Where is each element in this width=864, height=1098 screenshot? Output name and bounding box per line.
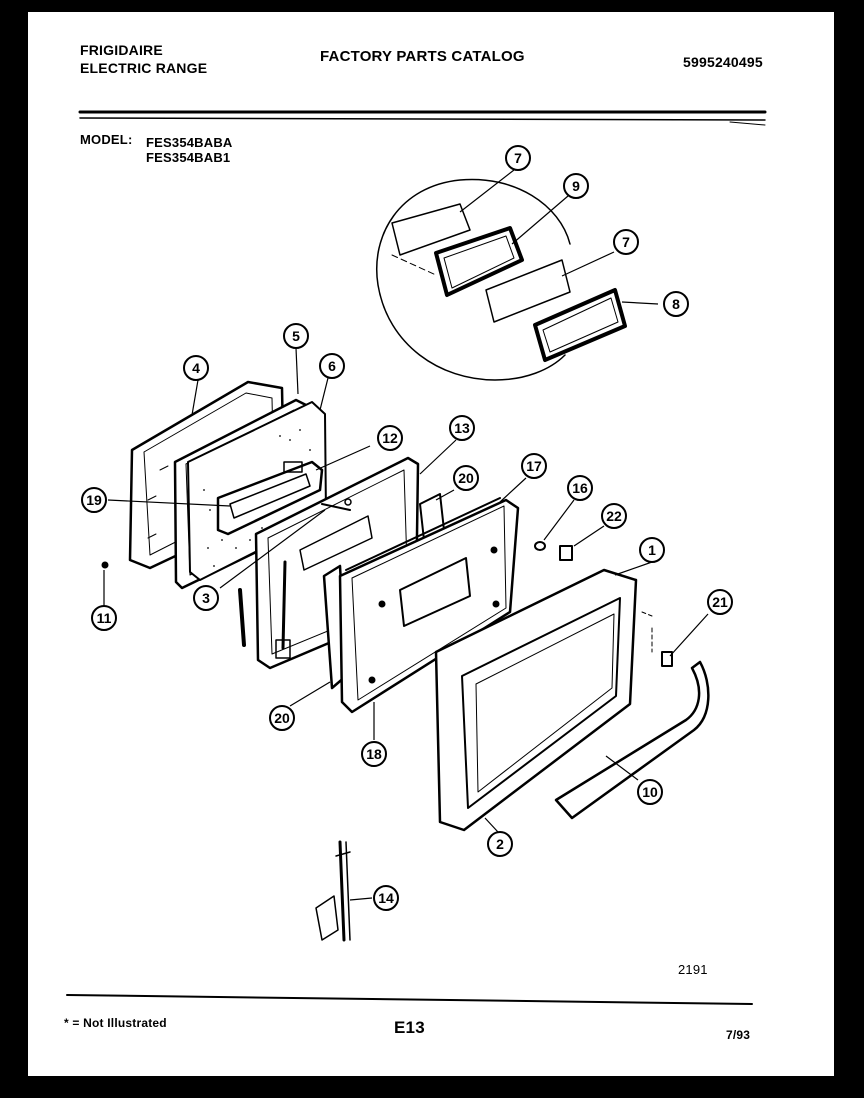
svg-text:14: 14	[378, 890, 394, 906]
callout-8: 8	[663, 291, 689, 317]
callout-14: 14	[373, 885, 399, 911]
model-number-2: FES354BAB1	[146, 150, 231, 165]
svg-text:20: 20	[274, 710, 290, 726]
screw-marker	[101, 561, 109, 569]
not-illustrated-note: * = Not Illustrated	[64, 1016, 167, 1030]
brand-label: FRIGIDAIRE	[80, 42, 163, 58]
callout-11: 11	[91, 605, 117, 631]
product-label: ELECTRIC RANGE	[80, 60, 208, 76]
callout-19: 19	[81, 487, 107, 513]
svg-text:7: 7	[622, 234, 630, 250]
door-handle-parts	[554, 611, 710, 820]
svg-text:8: 8	[672, 296, 680, 312]
model-number-1: FES354BABA	[146, 135, 233, 150]
svg-text:13: 13	[454, 420, 470, 436]
callout-22: 22	[601, 503, 627, 529]
svg-text:4: 4	[192, 360, 200, 376]
svg-text:3: 3	[202, 590, 210, 606]
svg-text:22: 22	[606, 508, 622, 524]
callout-13: 13	[449, 415, 475, 441]
diagram-code: 2191	[678, 962, 708, 977]
callout-17: 17	[521, 453, 547, 479]
svg-text:17: 17	[526, 458, 542, 474]
outer-door-frame	[434, 568, 638, 832]
catalog-number: 5995240495	[683, 54, 763, 70]
outer-door-glass	[338, 497, 520, 714]
callout-4: 4	[183, 355, 209, 381]
svg-text:16: 16	[572, 480, 588, 496]
revision-date: 7/93	[726, 1028, 751, 1042]
callout-6: 6	[319, 353, 345, 379]
door-fittings	[534, 541, 573, 561]
page-code: E13	[394, 1018, 425, 1037]
svg-text:7: 7	[514, 150, 522, 166]
footer-rule	[66, 994, 753, 1005]
door-hinge-parts	[238, 560, 351, 942]
callout-20-left: 20	[269, 705, 295, 731]
callout-10: 10	[637, 779, 663, 805]
model-label: MODEL:	[80, 132, 133, 147]
callout-leaders	[103, 169, 709, 901]
svg-text:20: 20	[458, 470, 474, 486]
svg-text:1: 1	[648, 542, 656, 558]
callout-group: 1 2 3 4 5 6 7 7 8 9 10 11 12 13 14 16 17…	[81, 145, 733, 911]
callout-7-lower: 7	[613, 229, 639, 255]
callout-2: 2	[487, 831, 513, 857]
callout-20-right: 20	[453, 465, 479, 491]
svg-text:19: 19	[86, 492, 102, 508]
header-rule	[78, 110, 767, 126]
window-detail-inset	[376, 178, 627, 381]
svg-text:5: 5	[292, 328, 300, 344]
svg-text:18: 18	[366, 746, 382, 762]
catalog-title: FACTORY PARTS CATALOG	[320, 48, 525, 65]
callout-9: 9	[563, 173, 589, 199]
callout-16: 16	[567, 475, 593, 501]
svg-text:12: 12	[382, 430, 398, 446]
callout-21: 21	[707, 589, 733, 615]
callout-7-top: 7	[505, 145, 531, 171]
svg-text:2: 2	[496, 836, 504, 852]
callout-5: 5	[283, 323, 309, 349]
callout-12: 12	[377, 425, 403, 451]
svg-text:10: 10	[642, 784, 658, 800]
svg-text:6: 6	[328, 358, 336, 374]
door-vent-bracket	[216, 460, 324, 536]
callout-1: 1	[639, 537, 665, 563]
svg-text:9: 9	[572, 178, 580, 194]
callout-3: 3	[193, 585, 219, 611]
callout-18: 18	[361, 741, 387, 767]
svg-text:21: 21	[712, 594, 728, 610]
svg-text:11: 11	[97, 610, 112, 626]
